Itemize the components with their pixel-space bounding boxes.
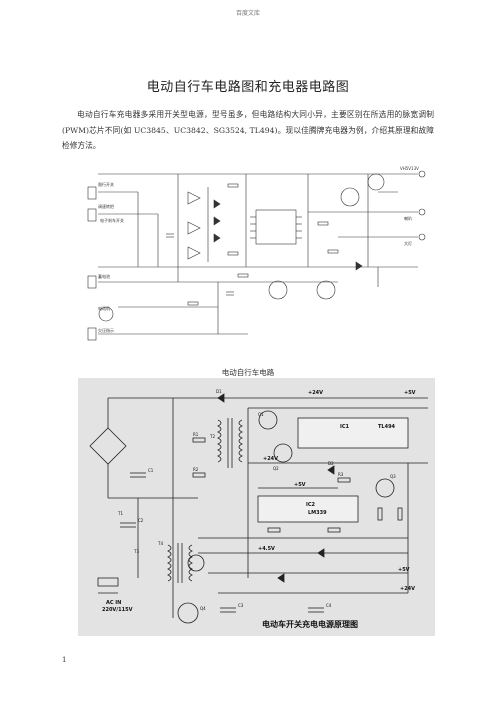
rail-5v-mid: +5V — [294, 482, 306, 488]
label-speed-handle: 调速转把 — [98, 203, 114, 209]
rail-5v-top: +5V — [404, 390, 416, 396]
rail-24v-mid: +24V — [263, 456, 278, 462]
part-t2: T2 — [209, 434, 215, 439]
label-lamp-out: VH5V13V — [400, 166, 419, 171]
rail-4v5: +4.5V — [258, 546, 275, 552]
part-q1: Q1 — [258, 412, 264, 417]
part-r2: R2 — [193, 467, 199, 472]
part-d2: D2 — [328, 461, 334, 466]
figure1-caption: 电动自行车电路 — [221, 368, 275, 377]
part-c1: C1 — [148, 468, 154, 473]
ic1-part: TL494 — [378, 424, 396, 430]
page-header: 百度文库 — [235, 10, 260, 17]
ic2-part: LM339 — [308, 510, 327, 516]
document-title: 电动自行车电路图和充电器电路图 — [146, 80, 350, 95]
part-c2: C2 — [138, 518, 144, 523]
ac-volt-label: 220V/115V — [102, 607, 133, 613]
part-q4: Q4 — [200, 606, 206, 611]
label-battery: 蓄电池 — [98, 273, 110, 279]
label-light: 大灯 — [404, 240, 412, 246]
part-c3: C3 — [238, 603, 244, 608]
part-t3: T3 — [133, 549, 139, 554]
part-d1: D1 — [216, 389, 222, 394]
ic1-label: IC1 — [340, 424, 350, 430]
part-t4: T4 — [157, 541, 163, 546]
ac-in-label: AC IN — [106, 600, 121, 606]
charger-schematic: IC1 TL494 IC2 LM339 +24V +5V +24V +5V +4… — [78, 378, 435, 636]
intro-paragraph: 电动自行车充电器多采用开关型电源，型号虽多，但电路结构大同小异，主要区别在所选用… — [62, 110, 434, 150]
out-24v-label: +24V — [400, 586, 415, 592]
label-brake-switch: 限行开关 — [98, 181, 114, 187]
ic2-label: IC2 — [306, 502, 316, 508]
label-indicator: 欠压指示 — [98, 327, 114, 333]
out-5v-label: +5V — [398, 567, 410, 573]
part-c4: C4 — [326, 603, 332, 608]
figure2-caption: 电动车开关充电电源原理图 — [262, 620, 358, 629]
ebike-circuit-diagram: 限行开关 调速转把 电子刹车开关 电动机 蓄电池 欠压指示 喇叭 大灯 VH5V… — [78, 162, 442, 360]
label-horn: 喇叭 — [404, 215, 412, 221]
part-q3: Q3 — [390, 474, 396, 479]
part-r3: R3 — [338, 472, 344, 477]
label-motor: 电动机 — [98, 305, 110, 311]
page-number: 1 — [62, 656, 67, 664]
part-r1: R1 — [193, 432, 199, 437]
part-t1: T1 — [117, 511, 123, 516]
rail-24v-top: +24V — [308, 390, 323, 396]
label-ecu: 电子刹车开关 — [100, 217, 124, 223]
part-q2: Q2 — [273, 466, 279, 471]
